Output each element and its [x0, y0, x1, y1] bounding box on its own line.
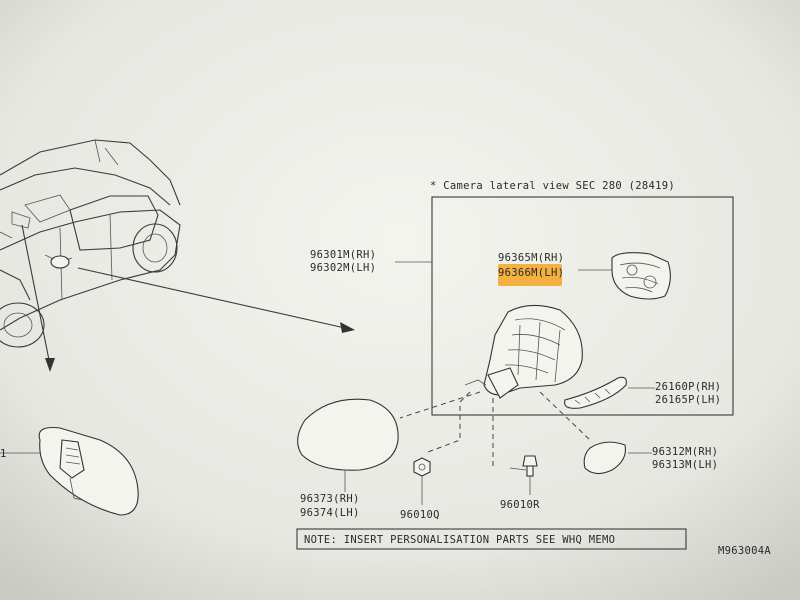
finisher-lh-label: 96374(LH): [300, 507, 360, 519]
bolt-label: 96010R: [500, 499, 540, 511]
finisher-part: [297, 398, 399, 471]
car-illustration: [0, 139, 355, 372]
cover-cap-rh-label: 96312M(RH): [652, 446, 718, 458]
nut-label: 96010Q: [400, 509, 440, 521]
section-header: * Camera lateral view SEC 280 (28419): [430, 180, 675, 192]
cover-cap-lh-label: 96313M(LH): [652, 459, 718, 471]
finisher-rh-label: 96373(RH): [300, 493, 360, 505]
cover-cap-part: [583, 441, 627, 475]
inside-mirror-label: 1: [0, 448, 7, 460]
mirror-glass-rh-label: 96365M(RH): [498, 252, 564, 264]
mirror-assy-lh-label: 96302M(LH): [310, 262, 376, 274]
side-turn-lamp-part: [564, 376, 655, 409]
camera-section-box: * Camera lateral view SEC 280 (28419): [430, 180, 734, 416]
bolt-part: [509, 455, 538, 477]
turn-lamp-rh-label: 26160P(RH): [655, 381, 721, 393]
nut-part: [413, 457, 431, 477]
note-box: [296, 528, 687, 550]
mirror-glass-lh-label: 96366M(LH): [498, 267, 564, 279]
mirror-assy-rh-label: 96301M(RH): [310, 249, 376, 261]
highlight-mark: [498, 264, 562, 286]
diagram-code: M963004A: [718, 545, 771, 557]
note-text: NOTE: INSERT PERSONALISATION PARTS SEE W…: [304, 534, 615, 546]
mirror-glass-part: [611, 252, 671, 300]
inside-mirror: 1: [0, 426, 139, 516]
mirror-housing-part: [464, 304, 583, 399]
turn-lamp-lh-label: 26165P(LH): [655, 394, 721, 406]
